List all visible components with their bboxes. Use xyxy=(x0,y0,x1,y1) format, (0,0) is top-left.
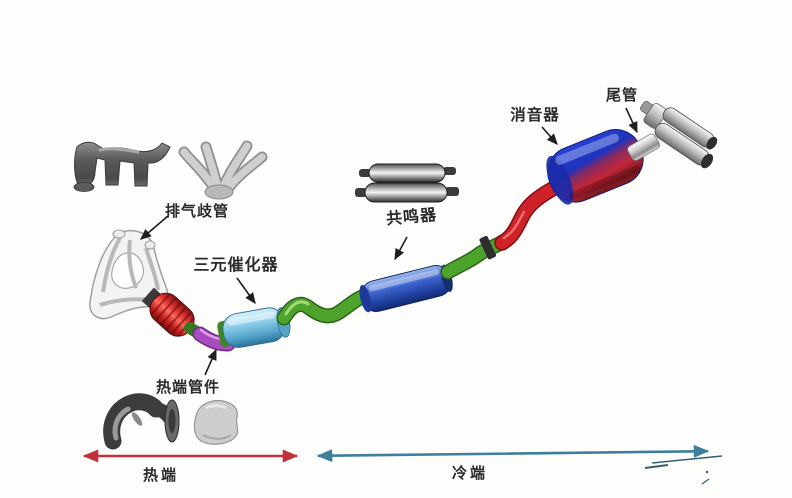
label-cold-end: 冷端 xyxy=(452,464,488,482)
pipe-clamp xyxy=(479,235,497,260)
stray-marks xyxy=(644,455,723,485)
resonator-inline xyxy=(359,264,453,313)
resonator-photo xyxy=(355,163,459,203)
label-exhaust-manifold: 排气歧管 xyxy=(165,202,229,220)
muffler xyxy=(546,129,644,205)
manifold-sketch xyxy=(89,229,169,320)
exhaust-manifold-callout-arrow xyxy=(140,215,169,240)
exhaust-manifold-photo-dark xyxy=(73,141,171,192)
catalytic-converter-callout-arrow xyxy=(236,277,256,305)
label-tail-pipe: 尾管 xyxy=(606,86,638,104)
cast-part-photo xyxy=(193,399,239,445)
muffler-callout-arrow xyxy=(541,126,558,145)
label-resonator: 共鸣器 xyxy=(385,205,437,228)
hot-end-parts-callout-arrow xyxy=(204,348,217,376)
catalytic-converter xyxy=(217,307,291,348)
label-hot-end-parts: 热端管件 xyxy=(156,378,220,396)
tailpipe-tip xyxy=(627,133,660,161)
resonator-callout-arrow xyxy=(394,236,408,261)
front-green-pipe xyxy=(276,289,370,326)
label-muffler: 消音器 xyxy=(510,105,560,124)
label-catalytic-converter: 三元催化器 xyxy=(193,255,278,274)
tailpipe-photo xyxy=(640,101,718,169)
label-hot-end: 热端 xyxy=(143,466,179,484)
elbow-pipe-photo xyxy=(103,393,180,450)
exhaust-manifold-photo-light xyxy=(178,140,268,200)
tail-pipe-callout-arrow xyxy=(625,107,638,134)
cold-end-range-arrow xyxy=(316,444,710,463)
flex-pipe xyxy=(149,292,195,338)
